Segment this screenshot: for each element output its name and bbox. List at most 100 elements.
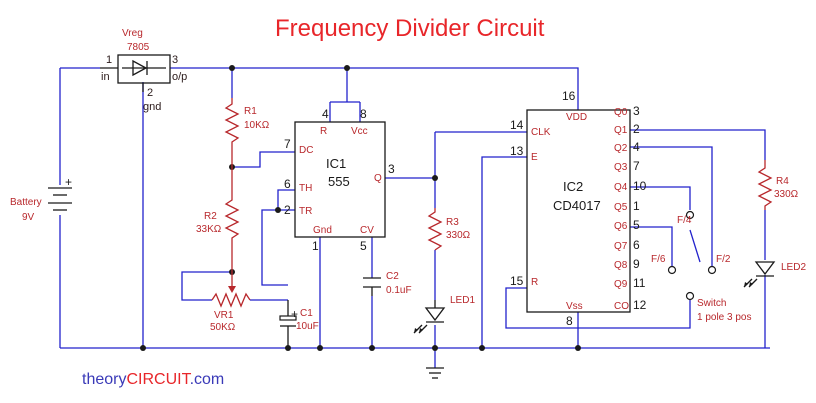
battery-value: 9V: [22, 212, 35, 223]
vreg-name: Vreg: [122, 28, 143, 39]
ic2-out-q3: Q3: [614, 162, 628, 173]
c2-value: 0.1uF: [386, 285, 412, 296]
c1-value: 10uF: [296, 321, 319, 332]
c1-name: C1: [300, 308, 313, 319]
ic2-pin-e: E: [531, 152, 538, 163]
ic1-pin-dc: DC: [299, 145, 313, 156]
switch-f6-label: F/6: [651, 254, 666, 265]
ic2-pinnum-1: 1: [633, 199, 640, 213]
ic1-pinnum-7: 7: [284, 137, 291, 151]
r1-value: 10KΩ: [244, 120, 270, 131]
vreg-pin-gnd: gnd: [143, 101, 161, 113]
switch-f2-label: F/2: [716, 254, 731, 265]
r2-name: R2: [204, 211, 217, 222]
vreg-pin-out: o/p: [172, 71, 187, 83]
c2-symbol: [363, 277, 381, 296]
vreg-symbol: [100, 54, 171, 92]
vr1-symbol: [211, 272, 251, 308]
brand-part2: CIRCUIT: [126, 371, 191, 388]
ic2-pinnum-3: 3: [633, 104, 640, 118]
led2-name: LED2: [781, 262, 806, 273]
vr1-value: 50KΩ: [210, 322, 236, 333]
ic1-name: IC1: [326, 156, 346, 171]
ic1-part: 555: [328, 174, 350, 189]
r2-symbol: [224, 167, 240, 272]
switch-f4-label: F/4: [677, 215, 692, 226]
vreg-part: 7805: [127, 42, 150, 53]
ic2-out-q9: Q9: [614, 279, 628, 290]
battery-label: Battery: [10, 197, 42, 208]
ic2-pin-vdd: VDD: [566, 112, 587, 123]
ic1-pin-gnd: Gnd: [313, 225, 332, 236]
ic2-pin-r: R: [531, 277, 538, 288]
c1-symbol: +: [279, 300, 298, 348]
svg-text:+: +: [291, 307, 298, 321]
ic1-pinnum-5: 5: [360, 239, 367, 253]
ic2-out-q2: Q2: [614, 143, 628, 154]
ic1-pin-cv: CV: [360, 225, 374, 236]
vreg-pin2: 2: [147, 87, 153, 99]
ic1-pinnum-8: 8: [360, 107, 367, 121]
ic2-pinnum-12: 12: [633, 298, 647, 312]
ic1-pin-vcc: Vcc: [351, 126, 368, 137]
ic2-output-pin-numbers: 3 2 4 7 10 1 5 6 9 11 12: [633, 104, 647, 312]
switch-symbol: [667, 210, 717, 301]
ic2-pinnum-10: 10: [633, 179, 647, 193]
ic2-cd4017: [526, 109, 631, 313]
ic2-pinnum-16: 16: [562, 89, 576, 103]
ic2-out-q0: Q0: [614, 107, 628, 118]
ic2-pinnum-15: 15: [510, 274, 524, 288]
vreg-pin3: 3: [172, 54, 178, 66]
ic2-pinnum-5: 5: [633, 218, 640, 232]
ic1-555: [294, 121, 386, 238]
ic2-pin-clk: CLK: [531, 127, 551, 138]
r4-symbol: [757, 160, 773, 210]
ic2-pin-vss: Vss: [566, 301, 583, 312]
ic2-pinnum-8: 8: [566, 314, 573, 328]
led1-name: LED1: [450, 295, 475, 306]
r3-value: 330Ω: [446, 230, 471, 241]
switch-name: Switch: [697, 298, 726, 309]
ic2-pinnum-4: 4: [633, 140, 640, 154]
ic1-pinnum-3: 3: [388, 162, 395, 176]
ic1-pinnum-2: 2: [284, 203, 291, 217]
r4-name: R4: [776, 176, 789, 187]
led1-symbol: [413, 300, 446, 334]
ic1-pinnum-6: 6: [284, 177, 291, 191]
ic2-out-q6: Q6: [614, 221, 628, 232]
page-title: Frequency Divider Circuit: [275, 15, 545, 42]
ground-icon: [426, 367, 444, 379]
vreg-pin-in: in: [101, 71, 110, 83]
r1-symbol: [224, 98, 240, 167]
ic2-pinnum-6: 6: [633, 238, 640, 252]
ic2-pinnum-2: 2: [633, 122, 640, 136]
r2-value: 33KΩ: [196, 224, 222, 235]
r3-symbol: [427, 208, 443, 251]
ic2-pinnum-9: 9: [633, 257, 640, 271]
ic2-pinnum-11: 11: [633, 276, 646, 290]
brand-logo: theoryCIRCUIT.com: [82, 371, 224, 388]
ic2-out-q7: Q7: [614, 241, 628, 252]
r3-name: R3: [446, 217, 459, 228]
switch-type: 1 pole 3 pos: [697, 312, 752, 323]
led2-symbol: [743, 261, 776, 288]
ic1-pin-tr: TR: [299, 206, 312, 217]
ic2-output-labels: Q0 Q1 Q2 Q3 Q4 Q5 Q6 Q7 Q8 Q9: [614, 107, 628, 290]
brand-part3: .com: [190, 371, 225, 388]
svg-text:+: +: [65, 175, 72, 189]
vr1-name: VR1: [214, 310, 234, 321]
ic1-pin-q: Q: [374, 173, 382, 184]
vreg-pin1: 1: [106, 54, 112, 66]
brand-part1: theory: [82, 371, 126, 388]
wiring: [59, 67, 770, 368]
ic2-out-q1: Q1: [614, 125, 628, 136]
ic2-part: CD4017: [553, 198, 601, 213]
ic2-pin-co: CO: [614, 301, 629, 312]
r1-name: R1: [244, 106, 257, 117]
ic1-pinnum-1: 1: [312, 239, 319, 253]
ic1-pin-th: TH: [299, 183, 312, 194]
ic2-pinnum-14: 14: [510, 118, 524, 132]
r4-value: 330Ω: [774, 189, 799, 200]
